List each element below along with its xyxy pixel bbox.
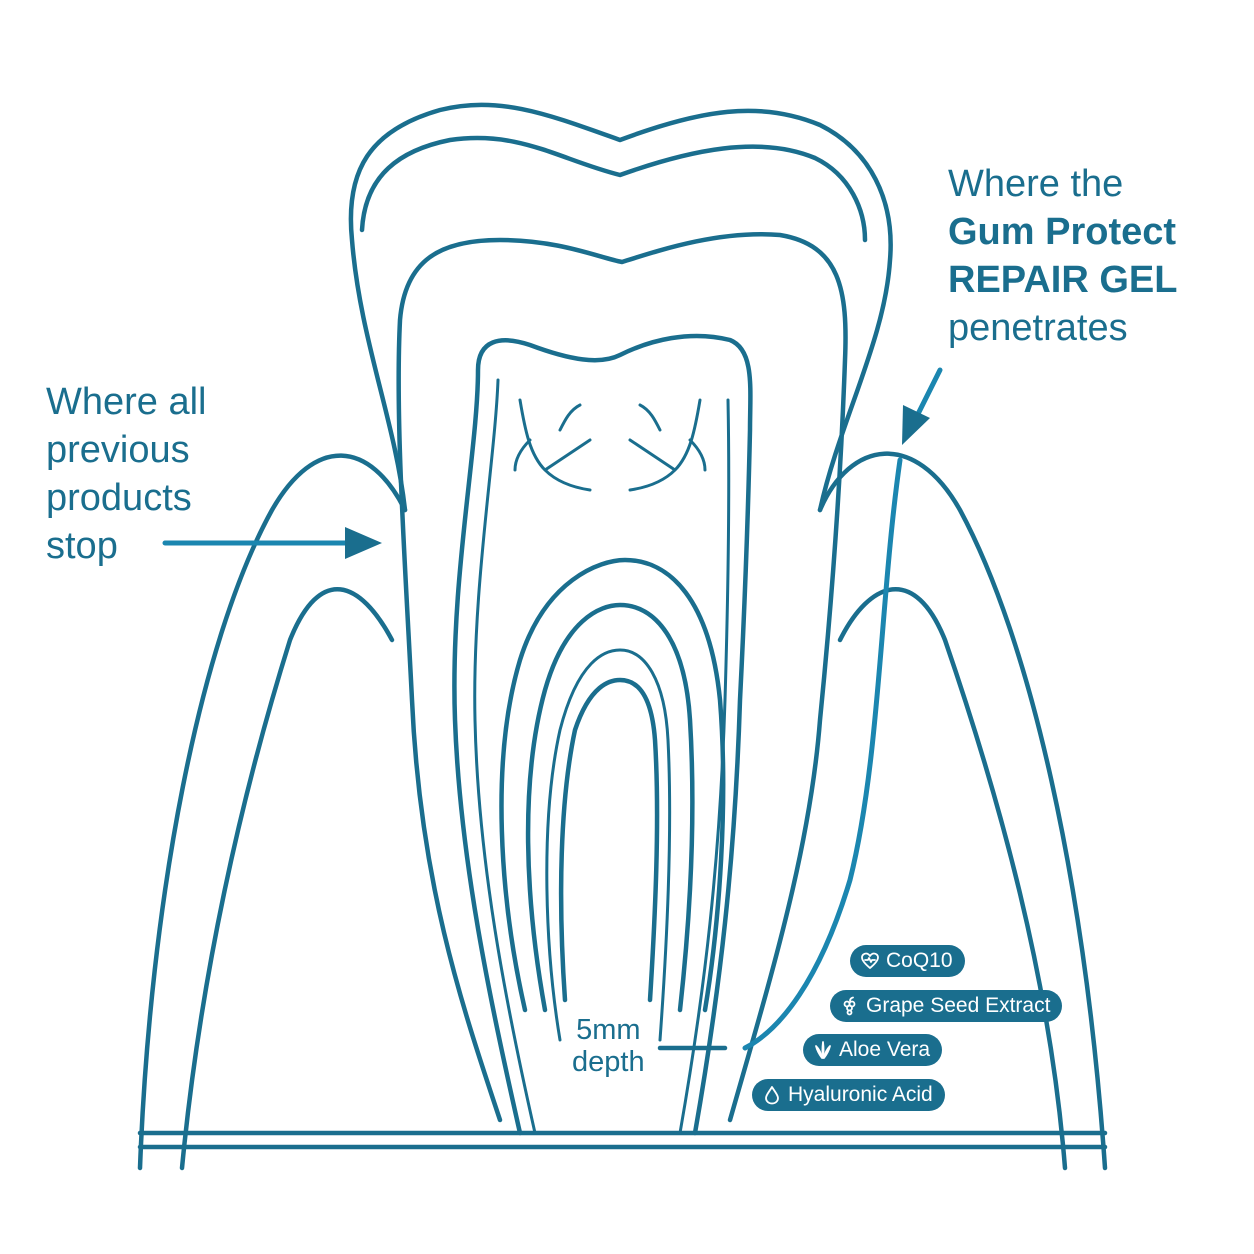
- ingredient-label: Aloe Vera: [839, 1038, 931, 1061]
- right-callout-line-4: penetrates: [948, 307, 1128, 349]
- ingredient-badge-aloe-vera: Aloe Vera: [803, 1034, 943, 1066]
- tooth-enamel: [348, 102, 893, 513]
- ingredient-badge-coq10: CoQ10: [850, 945, 965, 977]
- depth-word: depth: [572, 1046, 645, 1078]
- right-callout-brand: Gum Protect: [948, 211, 1177, 253]
- tooth-dentin: [396, 232, 848, 1123]
- droplet-icon: [765, 1086, 779, 1105]
- left-callout-line-2: previous: [46, 429, 190, 471]
- aloe-leaf-icon: [815, 1041, 831, 1059]
- left-callout-line-3: products: [46, 477, 192, 519]
- tooth-pulp: [452, 333, 753, 1136]
- grape-icon: [843, 996, 856, 1016]
- previous-products-label: Where all previous products stop: [46, 378, 207, 570]
- right-arrow: [902, 367, 943, 445]
- right-callout-line-1: Where the: [948, 163, 1124, 205]
- gel-penetration-path: [742, 457, 903, 1051]
- ingredient-label: Hyaluronic Acid: [788, 1083, 933, 1106]
- right-callout-product: REPAIR GEL: [948, 259, 1178, 301]
- depth-label: 5mm depth: [572, 1014, 645, 1078]
- repair-gel-label: Where the Gum Protect REPAIR GEL penetra…: [948, 160, 1177, 352]
- left-callout-line-1: Where all: [46, 381, 207, 423]
- ingredient-badge-hyaluronic-acid: Hyaluronic Acid: [752, 1079, 945, 1111]
- heart-icon: [861, 952, 879, 969]
- ingredient-label: CoQ10: [886, 949, 953, 972]
- ingredient-badge-grape-seed: Grape Seed Extract: [830, 990, 1063, 1022]
- depth-value: 5mm: [576, 1014, 641, 1046]
- ingredient-label: Grape Seed Extract: [866, 994, 1051, 1017]
- left-arrow: [162, 527, 382, 559]
- left-callout-line-4: stop: [46, 525, 118, 567]
